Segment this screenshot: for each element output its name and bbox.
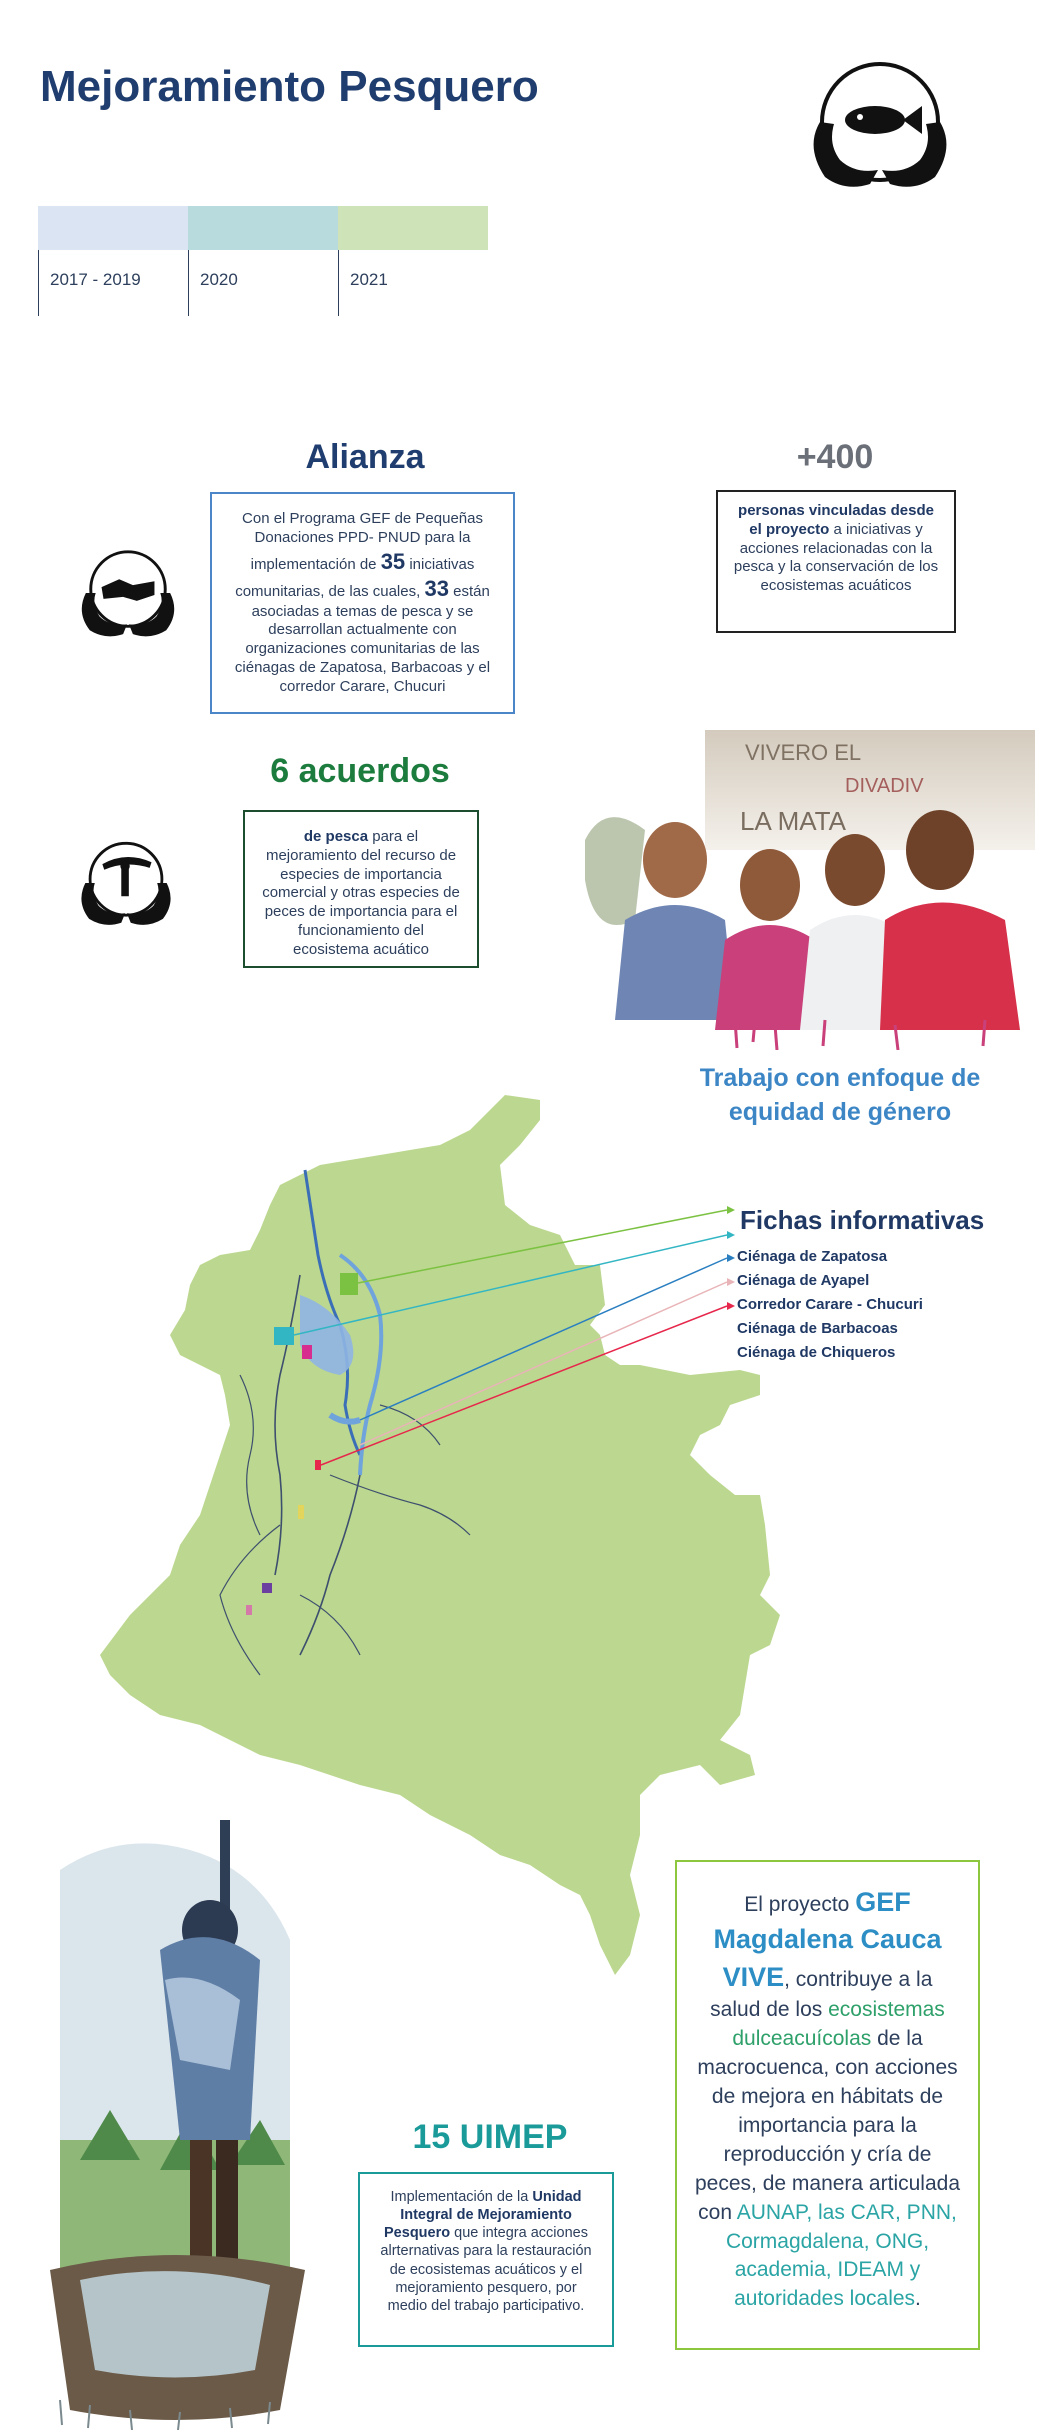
timeline-segment-2020 <box>188 206 338 250</box>
uimep-box: Implementación de la Unidad Integral de … <box>358 2172 614 2347</box>
personas-box: personas vinculadas desde el proyecto a … <box>716 490 956 633</box>
ficha-chiqueros[interactable]: Ciénaga de Chiqueros <box>737 1344 896 1361</box>
gef-text-1: El proyecto <box>744 1893 850 1916</box>
uimep-text-2: que integra acciones alrternativas para … <box>380 2225 592 2314</box>
uimep-text-1: Implementación de la <box>390 2189 529 2205</box>
acuerdos-bold: de pesca <box>303 828 369 845</box>
gef-ecosystems: ecosistemas dulceacuícolas <box>732 1997 945 2050</box>
timeline-divider <box>338 250 339 316</box>
ficha-carare-chucuri[interactable]: Corredor Carare - Chucuri <box>737 1296 923 1313</box>
alianza-text-1: Con el Programa GEF de Pequeñas Donacion… <box>242 510 483 573</box>
uimep-title: 15 UIMEP <box>412 2118 568 2156</box>
gef-text-3: de la macrocuenca, con acciones de mejor… <box>695 2026 960 2224</box>
gef-text-2: , contribuye a la salud de los <box>710 1967 933 2021</box>
fisherman-in-hands-icon <box>81 841 171 925</box>
acuerdos-title: 6 acuerdos <box>270 752 450 790</box>
alianza-number-33: 33 <box>424 576 449 601</box>
colombia-territory <box>100 1095 780 1975</box>
uimep-bold: Unidad Integral de Mejoramiento Pesquero <box>384 2189 582 2242</box>
personas-text: a iniciativas y acciones relacionadas co… <box>733 520 939 594</box>
timeline: 2017 - 2019 2020 2021 <box>38 206 488 316</box>
ficha-zapatosa[interactable]: Ciénaga de Zapatosa <box>737 1248 888 1265</box>
gef-box: El proyecto GEF Magdalena Cauca VIVE, co… <box>675 1860 980 2350</box>
ficha-ayapel[interactable]: Ciénaga de Ayapel <box>737 1272 870 1289</box>
svg-text:LA MATA: LA MATA <box>740 806 847 836</box>
women-photo: VIVERO EL DIVADIV LA MATA <box>565 720 1045 1050</box>
fisherman-photo <box>40 1810 310 2430</box>
timeline-label-2021: 2021 <box>350 270 388 289</box>
acuerdos-box: de pesca para el mejoramiento del recurs… <box>243 810 479 968</box>
genero-caption: Trabajo con enfoque de equidad de género <box>699 1064 981 1126</box>
timeline-label-2020: 2020 <box>200 270 238 289</box>
timeline-segment-2021 <box>338 206 488 250</box>
svg-text:DIVADIV: DIVADIV <box>845 775 924 797</box>
personas-title: +400 <box>796 438 874 476</box>
alianza-number-35: 35 <box>380 548 406 574</box>
timeline-divider <box>38 250 39 316</box>
acuerdos-text: para el mejoramiento del recurso de espe… <box>262 828 460 958</box>
gef-partners: AUNAP, las CAR, PNN, Cormagdalena, ONG, … <box>725 2200 957 2311</box>
alianza-text-3: están asociadas a temas de pesca y se de… <box>234 583 491 695</box>
gef-text-5: . <box>915 2287 921 2311</box>
timeline-segment-2017 <box>38 206 188 250</box>
alianza-box: Con el Programa GEF de Pequeñas Donacion… <box>210 492 515 714</box>
timeline-label-2017: 2017 - 2019 <box>50 270 141 289</box>
handshake-in-hands-icon <box>81 550 175 637</box>
personas-bold: personas vinculadas desde el proyecto <box>738 502 934 538</box>
alianza-text-2: iniciativas comunitarias, de las cuales, <box>235 555 475 601</box>
svg-text:VIVERO EL: VIVERO EL <box>745 740 861 765</box>
colombia-map <box>100 1095 780 1975</box>
gef-project-name: GEF Magdalena Cauca VIVE <box>713 1887 942 1992</box>
fish-in-hands-icon <box>813 62 947 187</box>
timeline-divider <box>188 250 189 316</box>
alianza-title: Alianza <box>305 438 425 476</box>
page-title: Mejoramiento Pesquero <box>40 62 539 111</box>
ficha-barbacoas[interactable]: Ciénaga de Barbacoas <box>737 1320 898 1337</box>
fichas-title: Fichas informativas <box>740 1205 985 1235</box>
